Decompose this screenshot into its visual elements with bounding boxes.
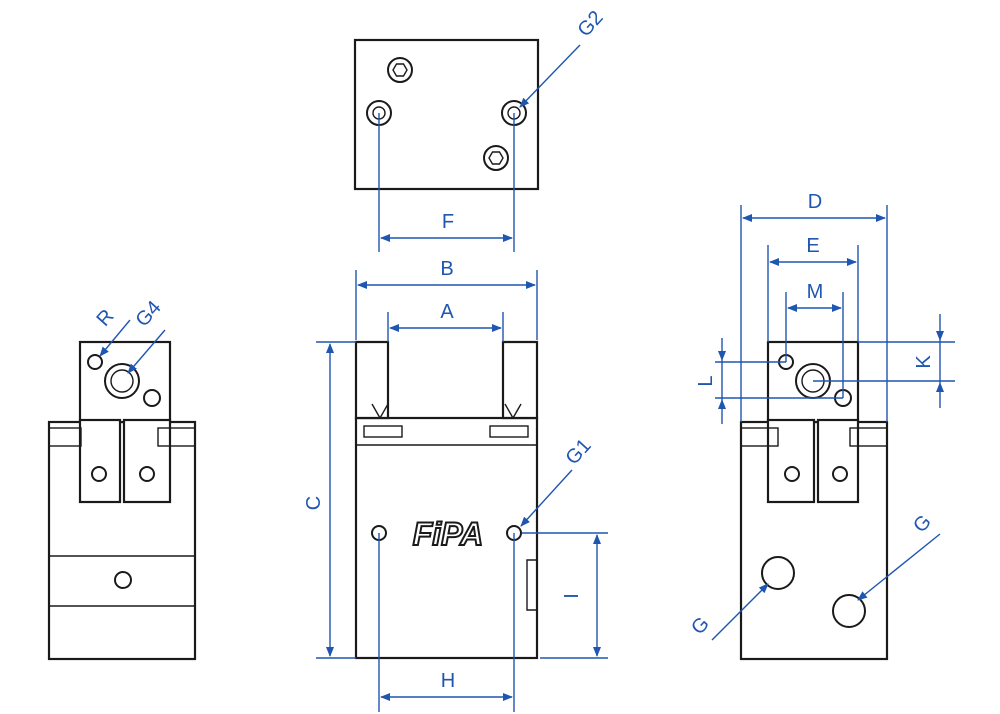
dim-label-g4: G4: [131, 297, 165, 332]
brand-logo: FiPA: [413, 516, 484, 552]
g-port-upper: [761, 556, 795, 590]
jaw-finger-right-b: [816, 418, 860, 504]
slot-right: [489, 425, 529, 438]
dim-label-m: M: [807, 281, 824, 303]
g-port-lower: [832, 594, 866, 628]
dim-label-r: R: [93, 305, 119, 330]
left-jaw: [354, 340, 390, 420]
hex-screw-top: [387, 57, 413, 83]
dim-label-h: H: [441, 670, 455, 692]
dim-label-g-upper: G: [909, 511, 936, 537]
jaw-finger-left-a: [78, 418, 122, 504]
side-port-left: [114, 571, 132, 589]
dim-label-g2: G2: [573, 7, 607, 42]
side-groove: [526, 530, 538, 611]
side-body-left: [47, 420, 197, 661]
dim-label-d: D: [808, 191, 822, 213]
slot-left: [363, 425, 403, 438]
dim-label-g1: G1: [561, 435, 595, 470]
right-jaw: [501, 340, 539, 420]
jaw-finger-left-b: [122, 418, 172, 504]
dim-label-e: E: [806, 235, 819, 257]
r-hole: [87, 354, 103, 370]
front-body: [354, 416, 539, 660]
dim-label-l: L: [695, 375, 717, 386]
dim-label-c: C: [303, 496, 325, 510]
top-view: [353, 38, 540, 191]
left-side-view: [47, 340, 197, 661]
dim-label-f: F: [442, 211, 454, 233]
dim-label-i: I: [561, 593, 583, 599]
g4-port: [104, 363, 140, 399]
front-view: FiPA: [354, 340, 539, 660]
dim-label-k: K: [913, 355, 935, 369]
hex-screw-bottom: [483, 145, 509, 171]
dim-label-g-lower: G: [687, 613, 714, 639]
dim-label-a: A: [440, 301, 454, 323]
dim-label-b: B: [440, 258, 453, 280]
jaw-finger-right-a: [766, 418, 816, 504]
right-side-view: [739, 340, 889, 661]
